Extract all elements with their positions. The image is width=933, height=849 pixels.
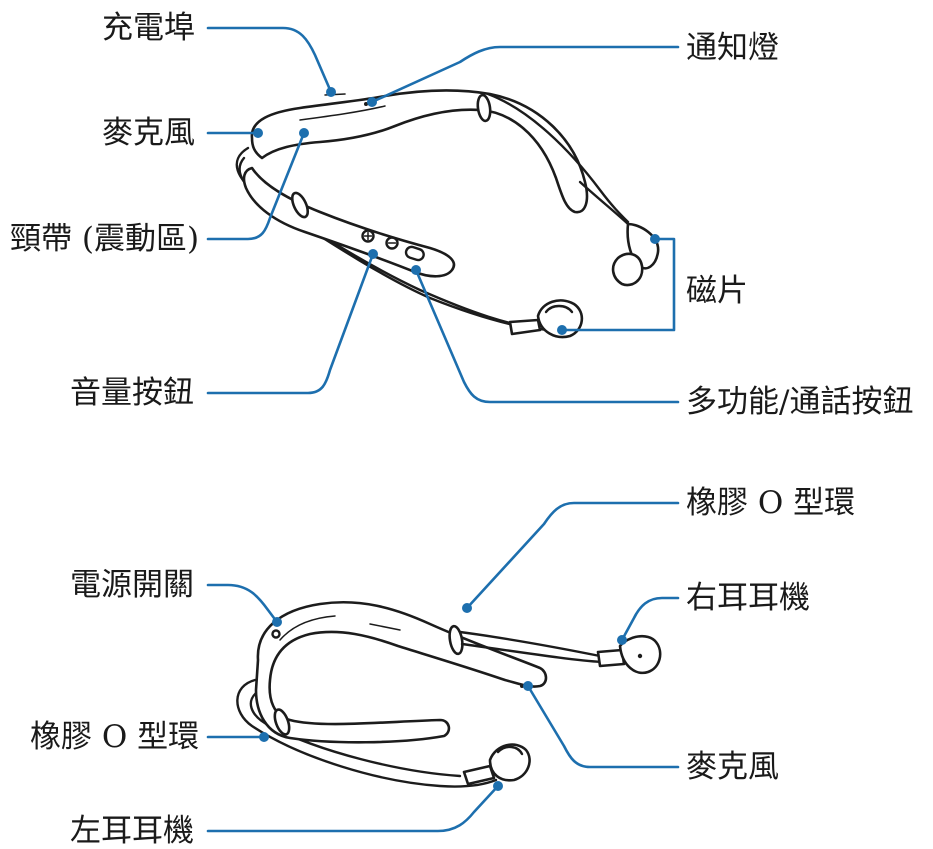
right-earphone-label: 右耳耳機 (686, 580, 810, 616)
charging-port-label: 充電埠 (102, 10, 195, 46)
leader-lines-top (206, 26, 680, 404)
rubber-o-ring-left-label: 橡膠 O 型環 (30, 719, 200, 755)
headset-top-view (235, 89, 660, 339)
left-earphone-label: 左耳耳機 (70, 813, 194, 849)
microphone-label-top: 麥克風 (102, 115, 195, 151)
headset-bottom-view (236, 600, 662, 788)
multi-function-button-label: 多功能/通話按鈕 (686, 384, 914, 420)
neckband-vibration-label: 頸帶 (震動區) (10, 221, 200, 257)
leader-lines-bottom (206, 501, 680, 833)
microphone-label-bottom: 麥克風 (686, 749, 779, 785)
rubber-o-ring-right-label: 橡膠 O 型環 (686, 485, 856, 521)
notification-light-label: 通知燈 (686, 30, 779, 66)
volume-buttons-label: 音量按鈕 (70, 375, 194, 411)
magnets-label: 磁片 (686, 273, 748, 309)
power-switch-label: 電源開關 (70, 567, 194, 603)
